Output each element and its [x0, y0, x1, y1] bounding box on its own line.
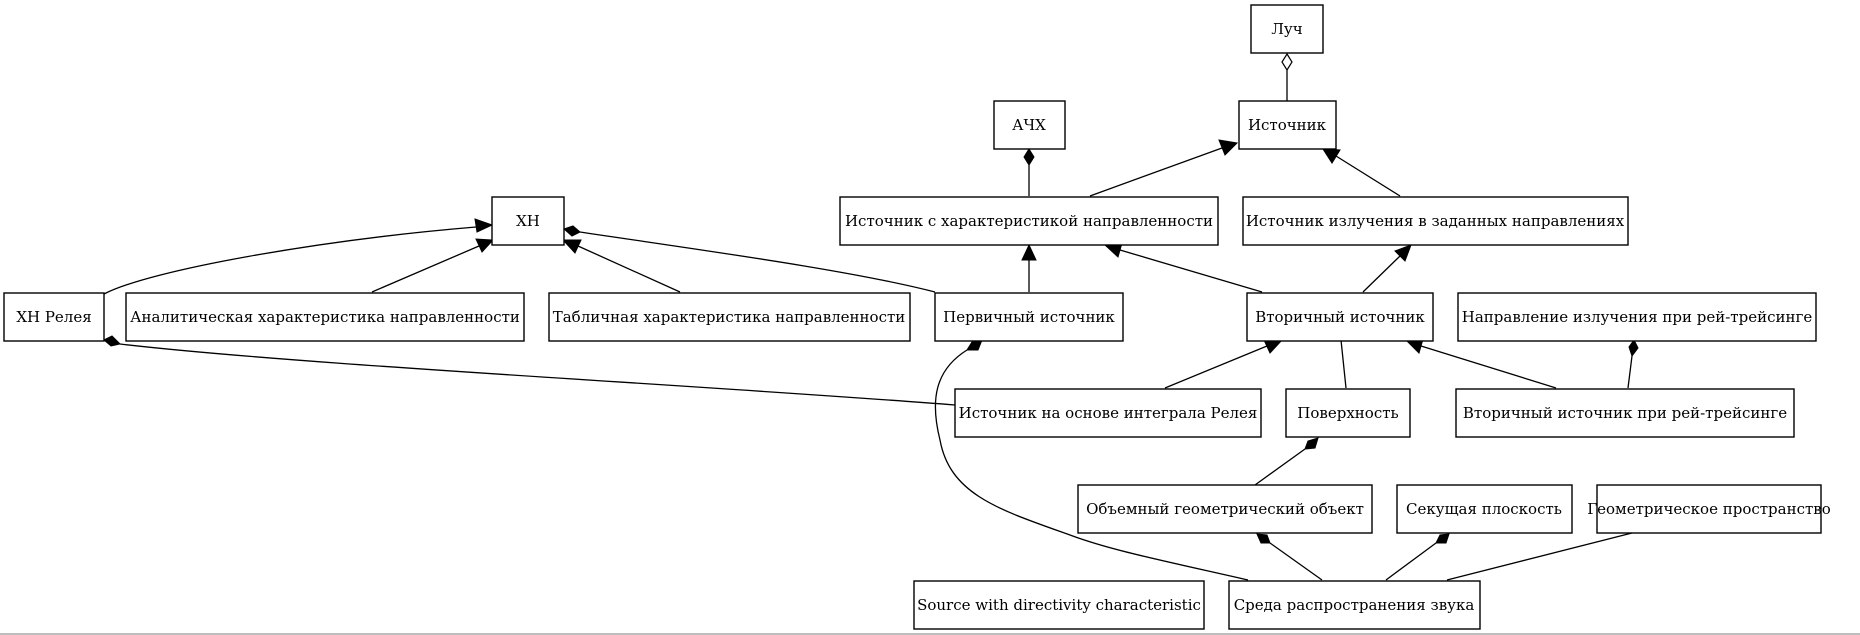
node-vtor-ist[interactable]: Вторичный источник — [1246, 292, 1434, 342]
node-geom-prostr[interactable]: Геометрическое пространство — [1587, 484, 1831, 534]
edges — [103, 52, 1639, 581]
node-analit-har[interactable]: Аналитическая характеристика направленно… — [125, 292, 525, 342]
node-napr-izl-rt[interactable]: Направление излучения при рей-трейсинге — [1457, 292, 1817, 342]
node-label: Источник — [1248, 116, 1327, 134]
edge-sreda-perv-ist — [934, 339, 1249, 581]
node-label: Источник на основе интеграла Релея — [959, 404, 1258, 422]
edge-vtor-ist-ist-izl-napr — [1362, 244, 1412, 293]
edge-analit-har-xn — [371, 238, 495, 293]
node-label: Табличная характеристика направленности — [553, 308, 906, 326]
edge-perv-ist-xn — [563, 225, 936, 293]
node-achh[interactable]: АЧХ — [993, 100, 1066, 150]
edge-tabl-har-xn — [561, 239, 681, 293]
node-label: Источник излучения в заданных направлени… — [1246, 212, 1625, 230]
node-label: ХН — [516, 212, 540, 230]
edge-vtor-ist-ist-har-napr — [1103, 242, 1263, 293]
nodes: Луч Источник АЧХ ХН Источник с характери… — [3, 4, 1831, 630]
node-perv-ist[interactable]: Первичный источник — [934, 292, 1124, 342]
edge-ist-izl-napr-istochnik — [1322, 148, 1401, 197]
edge-sreda-sek-plosk — [1385, 533, 1450, 581]
node-sreda[interactable]: Среда распространения звука — [1228, 580, 1481, 630]
node-vtor-ist-rt[interactable]: Вторичный источник при рей-трейсинге — [1455, 388, 1795, 438]
node-label: Поверхность — [1297, 404, 1398, 422]
node-sek-plosk[interactable]: Секущая плоскость — [1396, 484, 1573, 534]
node-ist-integr-releya[interactable]: Источник на основе интеграла Релея — [954, 388, 1262, 438]
node-label: Луч — [1271, 20, 1302, 38]
node-label: Первичный источник — [943, 308, 1115, 326]
edge-xn-releya-xn — [103, 218, 494, 295]
node-xn[interactable]: ХН — [491, 196, 565, 246]
node-xn-releya[interactable]: ХН Релея — [3, 292, 105, 342]
node-label: Source with directivity characteristic — [917, 596, 1201, 614]
node-ist-izl-napr[interactable]: Источник излучения в заданных направлени… — [1242, 196, 1629, 246]
node-label: АЧХ — [1012, 116, 1046, 134]
edge-ist-integr-vtor-ist — [1164, 339, 1284, 389]
node-label: Геометрическое пространство — [1587, 500, 1831, 518]
node-luch[interactable]: Луч — [1250, 4, 1324, 54]
node-poverhnost[interactable]: Поверхность — [1285, 388, 1411, 438]
edge-sreda-obem-geom — [1256, 533, 1323, 581]
node-label: Вторичный источник при рей-трейсинге — [1463, 404, 1787, 422]
edge-ist-har-napr-achh — [1023, 148, 1035, 196]
edge-obem-geom-poverhnost — [1254, 437, 1319, 486]
node-obem-geom[interactable]: Объемный геометрический объект — [1077, 484, 1373, 534]
node-label: Объемный геометрический объект — [1086, 500, 1364, 518]
edge-vtor-ist-rt-vtor-ist — [1404, 338, 1557, 389]
edge-istochnik-luch — [1281, 52, 1293, 101]
node-ist-har-napr[interactable]: Источник с характеристикой направленност… — [839, 196, 1219, 246]
node-label: Аналитическая характеристика направленно… — [130, 308, 520, 326]
node-source-dir[interactable]: Source with directivity characteristic — [913, 580, 1205, 630]
edge-perv-ist-ist-har-napr — [1021, 243, 1037, 292]
node-tabl-har[interactable]: Табличная характеристика направленности — [548, 292, 911, 342]
node-label: Секущая плоскость — [1406, 500, 1562, 518]
edge-ist-integr-xn-releya — [103, 335, 956, 406]
node-istochnik[interactable]: Источник — [1238, 100, 1337, 150]
node-label: Источник с характеристикой направленност… — [845, 212, 1213, 230]
edge-poverhnost-vtor-ist — [1340, 339, 1347, 389]
edge-vtor-ist-rt-napr-izl-rt — [1627, 339, 1639, 389]
bottom-scrollbar-track[interactable] — [0, 633, 1860, 635]
edge-sreda-geom-prostr — [1446, 532, 1633, 581]
node-label: Вторичный источник — [1255, 308, 1425, 326]
edge-ist-har-napr-istochnik — [1089, 139, 1239, 197]
node-label: ХН Релея — [16, 308, 91, 326]
node-label: Направление излучения при рей-трейсинге — [1462, 308, 1813, 326]
node-label: Среда распространения звука — [1234, 596, 1475, 614]
